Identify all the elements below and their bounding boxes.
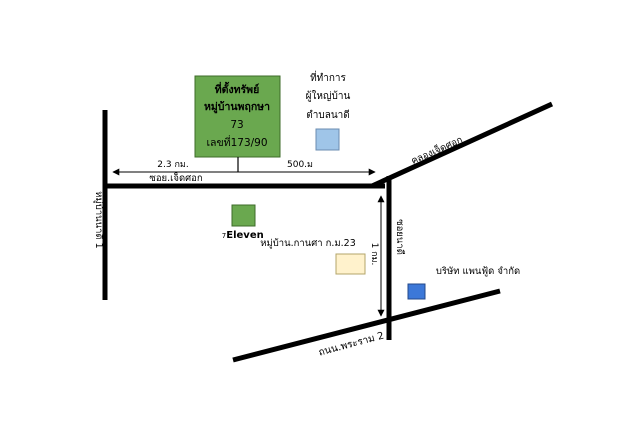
seven-eleven-number: 7 (222, 232, 226, 240)
distance-left-label: 2.3 กม. (157, 160, 188, 170)
distance-right-label: 500.ม (287, 160, 313, 170)
village-office-line3: ตำบลนาดี (306, 109, 350, 121)
village-office-line2: ผู้ใหญ่บ้าน (306, 90, 351, 102)
road-label-soi-right: ซอยนาดี (394, 219, 406, 255)
road-label-soi-jaek-sorn: ซอย.เจ็ดศอก (149, 171, 202, 184)
kanasa-label: หมู่บ้าน.กานศา ก.ม.23 (260, 238, 356, 249)
property-label-line3: 73 (230, 119, 243, 131)
village-office-marker (315, 128, 340, 151)
kanasa-marker (335, 253, 366, 275)
company-label: บริษัท แพนฟู้ด จำกัด (436, 266, 520, 277)
property-label-line2: หมู่บ้านพฤกษา (204, 100, 270, 114)
road-phra-ram-2 (232, 288, 501, 363)
seven-eleven-marker (231, 204, 256, 227)
seven-eleven-text: Eleven (226, 230, 263, 241)
village-office-line1: ที่ทำการ (310, 70, 346, 84)
road-khlong-jet-sok (370, 101, 554, 189)
property-box (194, 75, 281, 158)
distance-vertical-label: 1 กม. (369, 243, 379, 266)
company-marker (407, 283, 426, 300)
property-label-line4: เลขที่173/90 (206, 135, 267, 149)
property-label-line1: ที่ตั้งทรัพย์ (215, 81, 260, 96)
road-label-mu-ban-left: หมู่บ้านนาดี 1 (93, 191, 105, 248)
